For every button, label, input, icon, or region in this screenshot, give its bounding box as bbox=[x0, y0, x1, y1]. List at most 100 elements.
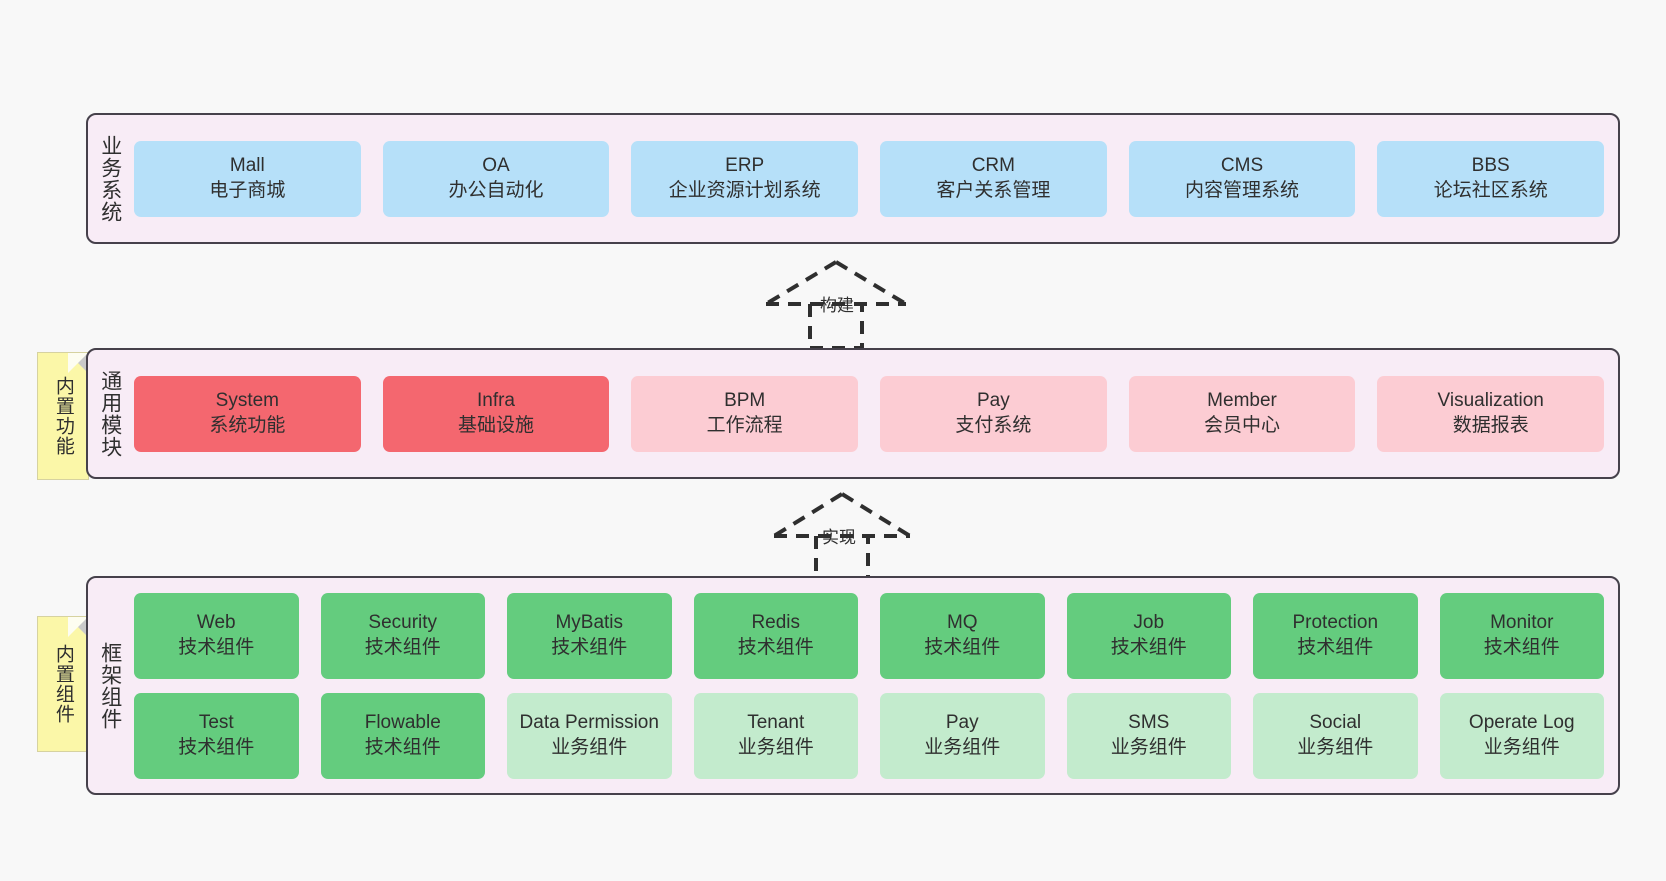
node-subtitle: 技术组件 bbox=[551, 636, 628, 658]
node-subtitle: 企业资源计划系统 bbox=[668, 179, 821, 201]
node-subtitle: 基础设施 bbox=[458, 414, 535, 436]
node-data-permission[interactable]: Data Permission 业务组件 bbox=[507, 692, 672, 779]
layer-body-business-systems: Mall 电子商城 OA 办公自动化 ERP 企业资源计划系统 CRM 客户关系… bbox=[132, 115, 1618, 242]
node-title: Flowable bbox=[364, 712, 441, 734]
node-title: Web bbox=[196, 612, 236, 634]
node-title: Protection bbox=[1292, 612, 1379, 634]
note-builtin-functions: 内置功能 bbox=[37, 352, 89, 480]
node-title: Infra bbox=[476, 390, 516, 412]
node-test[interactable]: Test 技术组件 bbox=[134, 692, 299, 779]
layer-body-common-modules: System 系统功能 Infra 基础设施 BPM 工作流程 Pay 支付系统… bbox=[132, 350, 1618, 477]
node-subtitle: 技术组件 bbox=[364, 736, 441, 758]
node-bpm[interactable]: BPM 工作流程 bbox=[631, 375, 859, 452]
node-mybatis[interactable]: MyBatis 技术组件 bbox=[507, 592, 672, 679]
node-oa[interactable]: OA 办公自动化 bbox=[382, 140, 610, 217]
row-business-components: Test 技术组件 Flowable 技术组件 Data Permission … bbox=[134, 692, 1604, 779]
node-title: OA bbox=[482, 155, 510, 177]
node-subtitle: 业务组件 bbox=[924, 736, 1001, 758]
node-protection[interactable]: Protection 技术组件 bbox=[1253, 592, 1418, 679]
node-flowable[interactable]: Flowable 技术组件 bbox=[320, 692, 485, 779]
node-web[interactable]: Web 技术组件 bbox=[134, 592, 299, 679]
node-redis[interactable]: Redis 技术组件 bbox=[693, 592, 858, 679]
node-title: Mall bbox=[229, 155, 265, 177]
node-mq[interactable]: MQ 技术组件 bbox=[880, 592, 1045, 679]
node-subtitle: 技术组件 bbox=[737, 636, 814, 658]
node-subtitle: 技术组件 bbox=[1483, 636, 1560, 658]
connector-build-label: 构建 bbox=[820, 296, 854, 315]
note-label: 内置功能 bbox=[52, 376, 74, 456]
node-bbs[interactable]: BBS 论坛社区系统 bbox=[1377, 140, 1605, 217]
node-infra[interactable]: Infra 基础设施 bbox=[382, 375, 610, 452]
node-title: System bbox=[215, 390, 280, 412]
layer-title-framework-components: 框架组件 bbox=[98, 641, 122, 730]
layer-common-modules: 通用模块 System 系统功能 Infra 基础设施 BPM 工作流程 Pay… bbox=[86, 348, 1620, 479]
row-common-modules: System 系统功能 Infra 基础设施 BPM 工作流程 Pay 支付系统… bbox=[134, 375, 1605, 452]
node-subtitle: 办公自动化 bbox=[448, 179, 544, 201]
node-title: Social bbox=[1309, 712, 1362, 734]
node-pay-component[interactable]: Pay 业务组件 bbox=[880, 692, 1045, 779]
node-title: BBS bbox=[1471, 155, 1510, 177]
node-member[interactable]: Member 会员中心 bbox=[1128, 375, 1356, 452]
node-operate-log[interactable]: Operate Log 业务组件 bbox=[1439, 692, 1604, 779]
node-title: Redis bbox=[751, 612, 801, 634]
node-cms[interactable]: CMS 内容管理系统 bbox=[1128, 140, 1356, 217]
node-title: Visualization bbox=[1437, 390, 1544, 412]
node-title: Tenant bbox=[747, 712, 805, 734]
row-business-systems: Mall 电子商城 OA 办公自动化 ERP 企业资源计划系统 CRM 客户关系… bbox=[134, 140, 1605, 217]
node-title: Monitor bbox=[1490, 612, 1554, 634]
layer-body-framework-components: Web 技术组件 Security 技术组件 MyBatis 技术组件 Redi… bbox=[132, 578, 1618, 793]
node-sms[interactable]: SMS 业务组件 bbox=[1066, 692, 1231, 779]
node-tenant[interactable]: Tenant 业务组件 bbox=[693, 692, 858, 779]
node-subtitle: 业务组件 bbox=[1297, 736, 1374, 758]
node-title: BPM bbox=[724, 390, 766, 412]
node-subtitle: 业务组件 bbox=[1110, 736, 1187, 758]
layer-business-systems: 业务系统 Mall 电子商城 OA 办公自动化 ERP 企业资源计划系统 CRM… bbox=[86, 113, 1620, 244]
node-subtitle: 业务组件 bbox=[737, 736, 814, 758]
node-subtitle: 技术组件 bbox=[364, 636, 441, 658]
node-title: Test bbox=[198, 712, 234, 734]
node-subtitle: 数据报表 bbox=[1452, 414, 1529, 436]
node-subtitle: 论坛社区系统 bbox=[1433, 179, 1548, 201]
layer-title-common-modules: 通用模块 bbox=[98, 369, 122, 458]
node-title: Job bbox=[1133, 612, 1165, 634]
node-title: Pay bbox=[945, 712, 979, 734]
node-erp[interactable]: ERP 企业资源计划系统 bbox=[631, 140, 859, 217]
node-system[interactable]: System 系统功能 bbox=[134, 375, 361, 452]
row-tech-components: Web 技术组件 Security 技术组件 MyBatis 技术组件 Redi… bbox=[134, 592, 1604, 679]
node-monitor[interactable]: Monitor 技术组件 bbox=[1439, 592, 1604, 679]
node-visualization[interactable]: Visualization 数据报表 bbox=[1377, 375, 1605, 452]
node-title: CRM bbox=[971, 155, 1015, 177]
node-title: MyBatis bbox=[555, 612, 624, 634]
layer-title-business-systems: 业务系统 bbox=[98, 134, 122, 223]
node-title: Security bbox=[368, 612, 438, 634]
node-title: CMS bbox=[1220, 155, 1264, 177]
node-subtitle: 技术组件 bbox=[178, 636, 255, 658]
note-builtin-components: 内置组件 bbox=[37, 616, 89, 752]
node-subtitle: 技术组件 bbox=[924, 636, 1001, 658]
layer-framework-components: 框架组件 Web 技术组件 Security 技术组件 MyBatis 技术组件… bbox=[86, 576, 1620, 795]
node-job[interactable]: Job 技术组件 bbox=[1066, 592, 1231, 679]
node-subtitle: 业务组件 bbox=[551, 736, 628, 758]
node-subtitle: 电子商城 bbox=[209, 179, 286, 201]
node-crm[interactable]: CRM 客户关系管理 bbox=[880, 140, 1107, 217]
node-title: Data Permission bbox=[519, 712, 659, 734]
node-mall[interactable]: Mall 电子商城 bbox=[134, 140, 361, 217]
node-title: SMS bbox=[1128, 712, 1170, 734]
node-social[interactable]: Social 业务组件 bbox=[1253, 692, 1418, 779]
node-subtitle: 内容管理系统 bbox=[1185, 179, 1300, 201]
node-subtitle: 工作流程 bbox=[706, 414, 783, 436]
node-subtitle: 客户关系管理 bbox=[936, 179, 1051, 201]
node-subtitle: 技术组件 bbox=[1297, 636, 1374, 658]
node-subtitle: 系统功能 bbox=[209, 414, 286, 436]
node-subtitle: 技术组件 bbox=[178, 736, 255, 758]
node-subtitle: 业务组件 bbox=[1483, 736, 1560, 758]
node-security[interactable]: Security 技术组件 bbox=[320, 592, 485, 679]
connector-implement: 实现 bbox=[770, 490, 930, 582]
node-subtitle: 技术组件 bbox=[1110, 636, 1187, 658]
node-title: Pay bbox=[976, 390, 1010, 412]
note-label: 内置组件 bbox=[52, 644, 74, 724]
node-title: MQ bbox=[946, 612, 978, 634]
node-title: Member bbox=[1207, 390, 1277, 412]
node-pay-module[interactable]: Pay 支付系统 bbox=[880, 375, 1107, 452]
connector-build: 构建 bbox=[756, 258, 916, 350]
